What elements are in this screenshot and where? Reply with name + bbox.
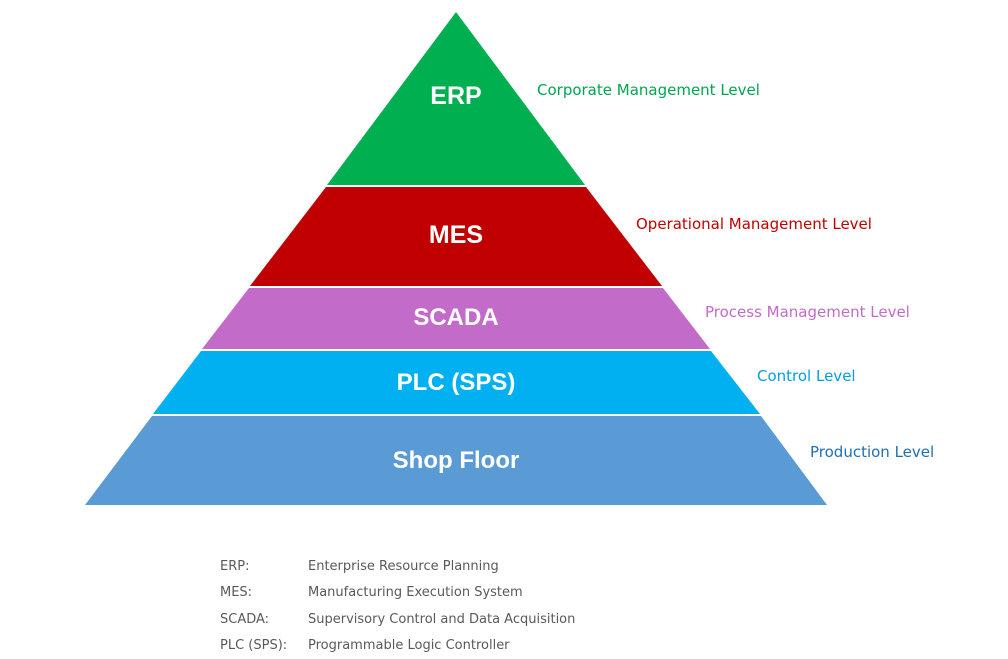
tier-plc-label: PLC (SPS) — [397, 369, 516, 396]
tier-scada-label: SCADA — [413, 304, 498, 331]
legend-row-mes: MES: Manufacturing Execution System — [220, 580, 575, 607]
tier-shop-floor-label: Shop Floor — [393, 447, 520, 474]
legend-row-scada: SCADA: Supervisory Control and Data Acqu… — [220, 606, 575, 633]
legend-full: Supervisory Control and Data Acquisition — [308, 612, 575, 627]
level-label-control: Control Level — [757, 367, 856, 385]
legend-full: Manufacturing Execution System — [308, 585, 523, 600]
pyramid-diagram: ERP Corporate Management Level MES Opera… — [0, 0, 1008, 520]
legend-row-erp: ERP: Enterprise Resource Planning — [220, 553, 575, 580]
abbreviation-legend: ERP: Enterprise Resource Planning MES: M… — [220, 553, 575, 659]
level-label-corporate: Corporate Management Level — [537, 81, 760, 99]
legend-abbr: PLC (SPS): — [220, 638, 308, 653]
level-label-operational: Operational Management Level — [636, 215, 872, 233]
legend-row-plc: PLC (SPS): Programmable Logic Controller — [220, 633, 575, 659]
legend-full: Enterprise Resource Planning — [308, 559, 499, 574]
legend-abbr: SCADA: — [220, 612, 308, 627]
tier-erp-label: ERP — [430, 82, 481, 110]
legend-abbr: ERP: — [220, 559, 308, 574]
level-label-process: Process Management Level — [705, 303, 910, 321]
tier-mes-label: MES — [429, 221, 483, 249]
level-label-production: Production Level — [810, 443, 934, 461]
legend-abbr: MES: — [220, 585, 308, 600]
legend-full: Programmable Logic Controller — [308, 638, 510, 653]
